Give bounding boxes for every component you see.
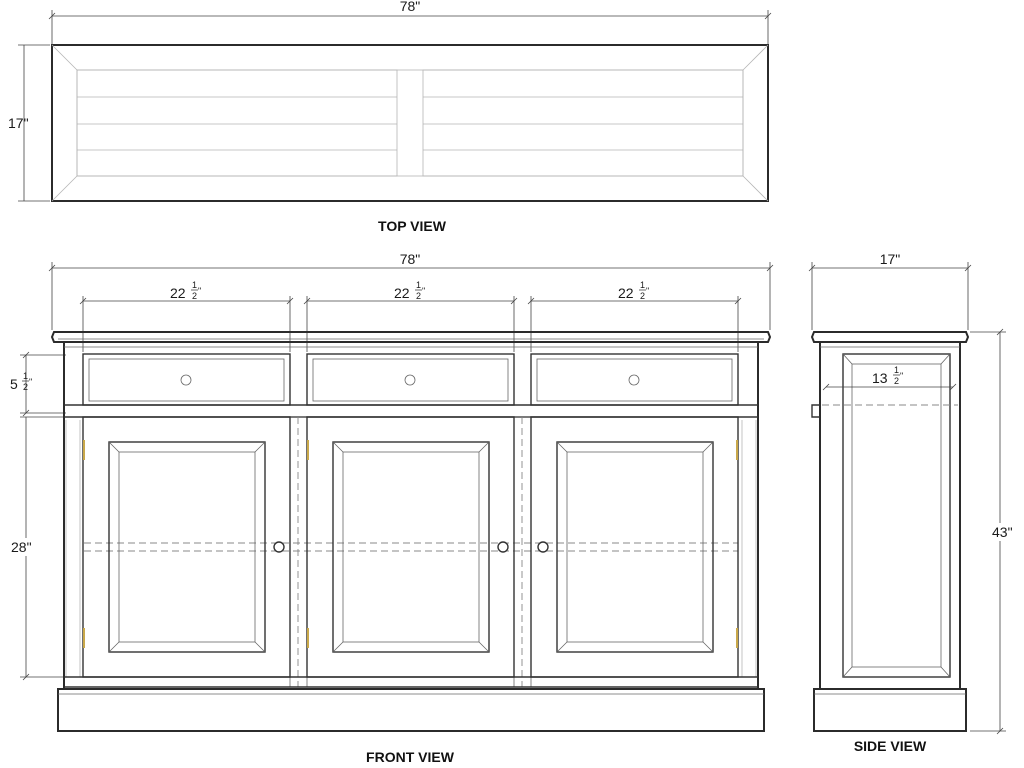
side-cabinet-body	[810, 331, 970, 732]
hinges	[83, 440, 738, 648]
top-view-outline	[51, 44, 769, 202]
door-3-knob	[537, 541, 549, 553]
side-inner-width-frac-den: 2	[894, 376, 899, 386]
top-view-depth-dimension: 17"	[8, 44, 50, 202]
side-inner-width-frac-num: 1	[894, 365, 899, 375]
side-view-height-label: 43"	[992, 524, 1013, 540]
top-view-depth-label: 17"	[8, 115, 29, 131]
drawer-2	[306, 353, 515, 406]
top-view-width-label: 78"	[400, 0, 421, 14]
section-3-width-frac-num: 1	[640, 280, 645, 290]
drawer-height-frac-den: 2	[23, 382, 28, 392]
door-height-dimension: 28"	[8, 416, 66, 681]
drawer-1-knob	[180, 374, 192, 386]
section-2-width-frac-num: 1	[416, 280, 421, 290]
front-section-dimension-2: 22 1 2 "	[303, 280, 518, 352]
top-view-width-dimension: 78"	[48, 0, 772, 44]
drawer-1	[82, 353, 291, 406]
door-2-knob	[497, 541, 509, 553]
side-view-title: SIDE VIEW	[854, 738, 927, 754]
front-section-dimension-3: 22 1 2 "	[527, 280, 742, 352]
top-view-title: TOP VIEW	[378, 218, 447, 234]
section-1-width-frac-den: 2	[192, 291, 197, 301]
side-inner-width-whole: 13	[872, 370, 888, 386]
section-3-width-whole: 22	[618, 285, 634, 301]
front-view: 78" 22 1 2 " 22 1 2 "	[8, 251, 774, 765]
section-1-width-whole: 22	[170, 285, 186, 301]
side-view-depth-dimension: 17"	[808, 251, 972, 330]
section-2-width-frac-den: 2	[416, 291, 421, 301]
section-3-width-frac-den: 2	[640, 291, 645, 301]
drawer-height-frac-num: 1	[23, 371, 28, 381]
door-1-knob	[273, 541, 285, 553]
side-view-depth-label: 17"	[880, 251, 901, 267]
top-view: 78" 17" TOP VIEW	[8, 0, 772, 234]
side-view: 17" 43"	[808, 251, 1022, 754]
section-1-width-frac-num: 1	[192, 280, 197, 290]
drawer-height-whole: 5	[10, 376, 18, 392]
front-view-width-dimension: 78"	[48, 251, 774, 330]
fraction-bars	[22, 289, 900, 382]
section-3-width-unit: "	[646, 286, 649, 296]
front-view-width-label: 78"	[400, 251, 421, 267]
door-2	[306, 416, 515, 678]
side-inner-dimension: 13 1 2 "	[822, 365, 957, 391]
section-2-width-unit: "	[422, 286, 425, 296]
section-1-width-unit: "	[198, 286, 201, 296]
drawer-2-knob	[404, 374, 416, 386]
drawer-3	[530, 353, 739, 406]
side-inner-width-unit: "	[900, 371, 903, 381]
drawer-height-dimension: 5 1 2 "	[10, 351, 66, 417]
door-height-label: 28"	[11, 539, 32, 555]
section-2-width-whole: 22	[394, 285, 410, 301]
door-1	[82, 416, 291, 678]
front-view-title: FRONT VIEW	[366, 749, 455, 765]
door-3	[530, 416, 739, 678]
side-view-height-dimension: 43"	[970, 328, 1022, 735]
drawer-3-knob	[628, 374, 640, 386]
front-cabinet-body	[50, 331, 772, 732]
drawer-height-unit: "	[29, 377, 32, 387]
